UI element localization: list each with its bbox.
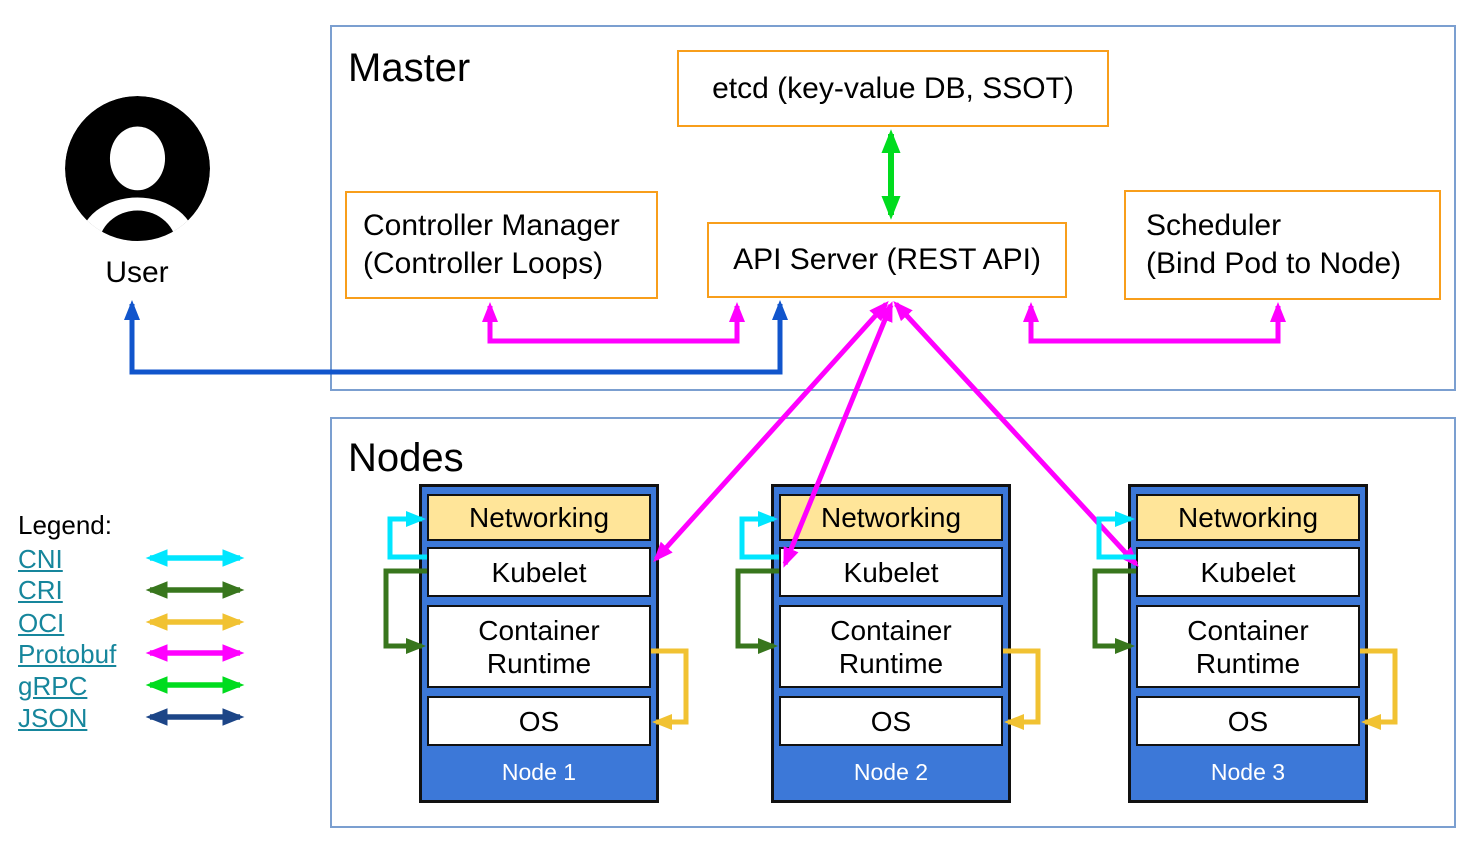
os-label: OS xyxy=(518,705,560,737)
legend-link-oci[interactable]: OCI xyxy=(18,608,65,638)
node-1: Networking Kubelet Container Runtime OS … xyxy=(419,484,659,803)
networking-label: Networking xyxy=(1177,502,1319,533)
networking-layer: Networking xyxy=(1136,494,1360,541)
node-name: Node 2 xyxy=(853,758,929,785)
os-layer: OS xyxy=(779,696,1003,746)
networking-layer: Networking xyxy=(779,494,1003,541)
node-name: Node 3 xyxy=(1210,758,1286,785)
etcd-box: etcd (key-value DB, SSOT) xyxy=(677,50,1109,127)
os-label: OS xyxy=(1227,705,1269,737)
kubelet-label: Kubelet xyxy=(843,556,939,588)
os-layer: OS xyxy=(427,696,651,746)
kubelet-layer: Kubelet xyxy=(1136,547,1360,597)
legend-link-cni[interactable]: CNI xyxy=(18,544,63,574)
api-server-label: API Server (REST API) xyxy=(733,243,1041,276)
master-title: Master xyxy=(348,46,471,90)
node-3: Networking Kubelet Container Runtime OS … xyxy=(1128,484,1368,803)
scheduler-line1: Scheduler xyxy=(1146,209,1282,242)
container-runtime-layer: Container Runtime xyxy=(427,605,651,688)
controller-manager-line1: Controller Manager xyxy=(363,209,620,242)
container-runtime-label: Container Runtime xyxy=(830,614,952,679)
kubelet-layer: Kubelet xyxy=(427,547,651,597)
networking-label: Networking xyxy=(468,502,610,533)
api-server-box: API Server (REST API) xyxy=(707,222,1067,298)
legend-link-protobuf[interactable]: Protobuf xyxy=(18,639,117,669)
os-layer: OS xyxy=(1136,696,1360,746)
legend-title: Legend: xyxy=(18,510,112,540)
nodes-title: Nodes xyxy=(348,436,464,480)
scheduler-line2: (Bind Pod to Node) xyxy=(1146,247,1402,280)
scheduler-box: Scheduler (Bind Pod to Node) xyxy=(1124,190,1441,300)
os-label: OS xyxy=(870,705,912,737)
container-runtime-label: Container Runtime xyxy=(1187,614,1309,679)
kubelet-label: Kubelet xyxy=(1200,556,1296,588)
kubelet-label: Kubelet xyxy=(491,556,587,588)
legend-link-json[interactable]: JSON xyxy=(18,703,88,733)
controller-manager-line2: (Controller Loops) xyxy=(363,247,604,280)
user-icon xyxy=(65,96,210,241)
legend-link-cri[interactable]: CRI xyxy=(18,575,63,605)
node-name: Node 1 xyxy=(501,758,577,785)
controller-manager-box: Controller Manager (Controller Loops) xyxy=(345,191,658,299)
networking-label: Networking xyxy=(820,502,962,533)
container-runtime-label: Container Runtime xyxy=(478,614,600,679)
container-runtime-layer: Container Runtime xyxy=(1136,605,1360,688)
container-runtime-layer: Container Runtime xyxy=(779,605,1003,688)
etcd-label: etcd (key-value DB, SSOT) xyxy=(712,71,1074,105)
legend-link-grpc[interactable]: gRPC xyxy=(18,671,88,701)
kubelet-layer: Kubelet xyxy=(779,547,1003,597)
user-label: User xyxy=(105,256,169,289)
node-2: Networking Kubelet Container Runtime OS … xyxy=(771,484,1011,803)
networking-layer: Networking xyxy=(427,494,651,541)
